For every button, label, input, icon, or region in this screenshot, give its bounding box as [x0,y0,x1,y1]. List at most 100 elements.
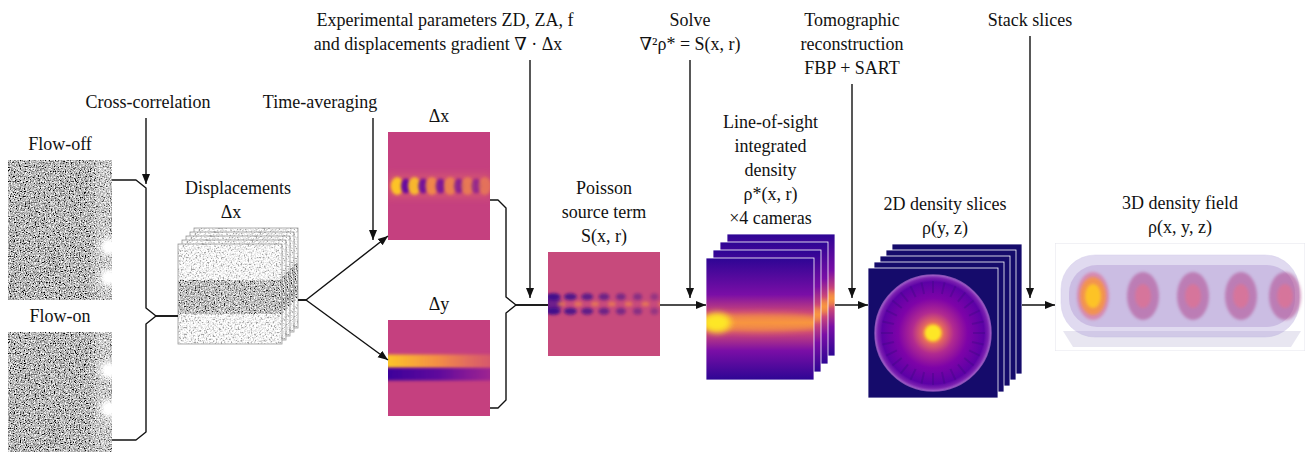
reconstruction-streak [910,369,915,380]
step-arrow [689,60,690,298]
panel-image-space [548,248,660,356]
render-background [1055,243,1305,351]
step-label: Time-averaging [262,90,379,114]
panel-image-space [388,128,490,240]
positive-band [388,355,490,368]
jet-band [706,314,814,332]
reconstruction-streak [932,281,934,293]
shock-cell-core [1277,284,1293,308]
step-label: Tomographic reconstruction FBP + SART [799,8,905,80]
panel-image [8,332,122,452]
panel-caption: 3D density field [1121,191,1240,215]
reconstruction-streak [972,321,984,324]
shock-cell-core [1085,284,1101,308]
source-peak [574,302,582,307]
reconstruction-streak [901,292,908,301]
label-holder: Tomographic reconstruction FBP + SART [799,8,905,80]
panel-caption: Displacements [184,176,293,200]
reconstruction-streak [882,321,894,324]
panel-symbol: S(x, r) [580,224,629,248]
panel-image-space [1055,239,1305,351]
figure-panel: 2D density slicesρ(y, z) [868,192,1022,398]
figure-panel: DisplacementsΔx⃗ [178,176,298,344]
source-sink [616,308,626,315]
reconstruction-streak [942,372,945,384]
panel-image [384,320,494,416]
displacement-frame [178,244,282,344]
light-speckle [178,244,282,344]
step-label: ∇²ρ* = S(x, r) [638,32,742,56]
source-sink [581,293,593,300]
colormap-image [548,252,660,356]
shock-cell-core [1185,284,1201,308]
step-arrow [529,60,530,298]
panel-image-space [8,328,112,452]
source-sink [581,308,593,315]
source-peak [557,302,565,307]
shock-cell [1269,272,1301,320]
label-holder: ∇²ρ* = S(x, r) [638,32,742,56]
nozzle-glow [98,398,112,420]
reconstruction-streak [942,282,945,294]
reconstruction-streak [972,342,984,345]
slice-core [925,325,941,341]
jet-halo [388,173,490,199]
reconstruction-streak [886,310,897,315]
camera-density-frame [695,258,825,380]
reconstruction-streak [964,358,973,365]
source-sink [599,293,610,300]
negative-band [388,368,490,380]
source-peak [658,302,660,307]
panel-image [178,228,298,344]
label-holder: Cross-correlation [84,90,212,114]
reconstruction-streak [882,342,894,345]
panel-caption: Line-of-sight integrated density [722,110,820,182]
shock-cell [1177,272,1209,320]
panel-image [388,132,491,240]
reconstruction-streak [901,364,908,373]
shock-cell-ring [1080,277,1106,315]
label-holder: Experimental parameters ZD, ZA, f and di… [313,8,578,56]
figure-panel: Poisson source termS(x, r) [548,176,660,356]
colormap-background [548,252,660,356]
step-arrow [851,84,852,298]
panel-image-space [8,156,112,300]
flow-connector [835,304,868,305]
reconstruction-streak [881,332,893,334]
panel-image-space [868,240,1022,398]
reconstruction-streak [950,286,955,297]
step-arrow [145,118,146,184]
reconstruction-streak [969,310,980,315]
figure-panel: Flow-on [8,304,112,452]
nozzle-glare [94,332,112,452]
step-label: Solve [668,8,712,32]
label-holder: Solve [668,8,712,32]
frame-border [706,258,814,380]
panel-symbol: ρ(x, y, z) [1147,215,1213,239]
panel-symbol: ρ(y, z) [921,216,969,240]
slice-disc [875,275,991,391]
colormap-image [388,320,490,416]
panel-image-space [178,224,298,344]
figure-panel: Δy [388,292,490,416]
nozzle-spot [102,363,112,377]
source-sink [564,293,577,300]
reconstruction-streak [958,292,965,301]
reconstruction-streak [964,301,973,308]
panel-image [534,252,666,356]
nozzle-glow [98,267,112,289]
flow-connector [490,200,548,305]
colormap-image [388,132,490,240]
reconstruction-streak [958,364,965,373]
slice-rim [875,275,991,391]
source-sink [650,293,658,300]
panel-caption: Δx [428,104,451,128]
panel-caption: Poisson source term [561,176,648,224]
source-sink [599,308,610,315]
panel-caption: Flow-on [28,304,92,328]
nozzle-glow [98,359,112,381]
reconstruction-streak [892,358,901,365]
nozzle-spot [102,271,112,285]
jet-envelope [1061,255,1299,337]
